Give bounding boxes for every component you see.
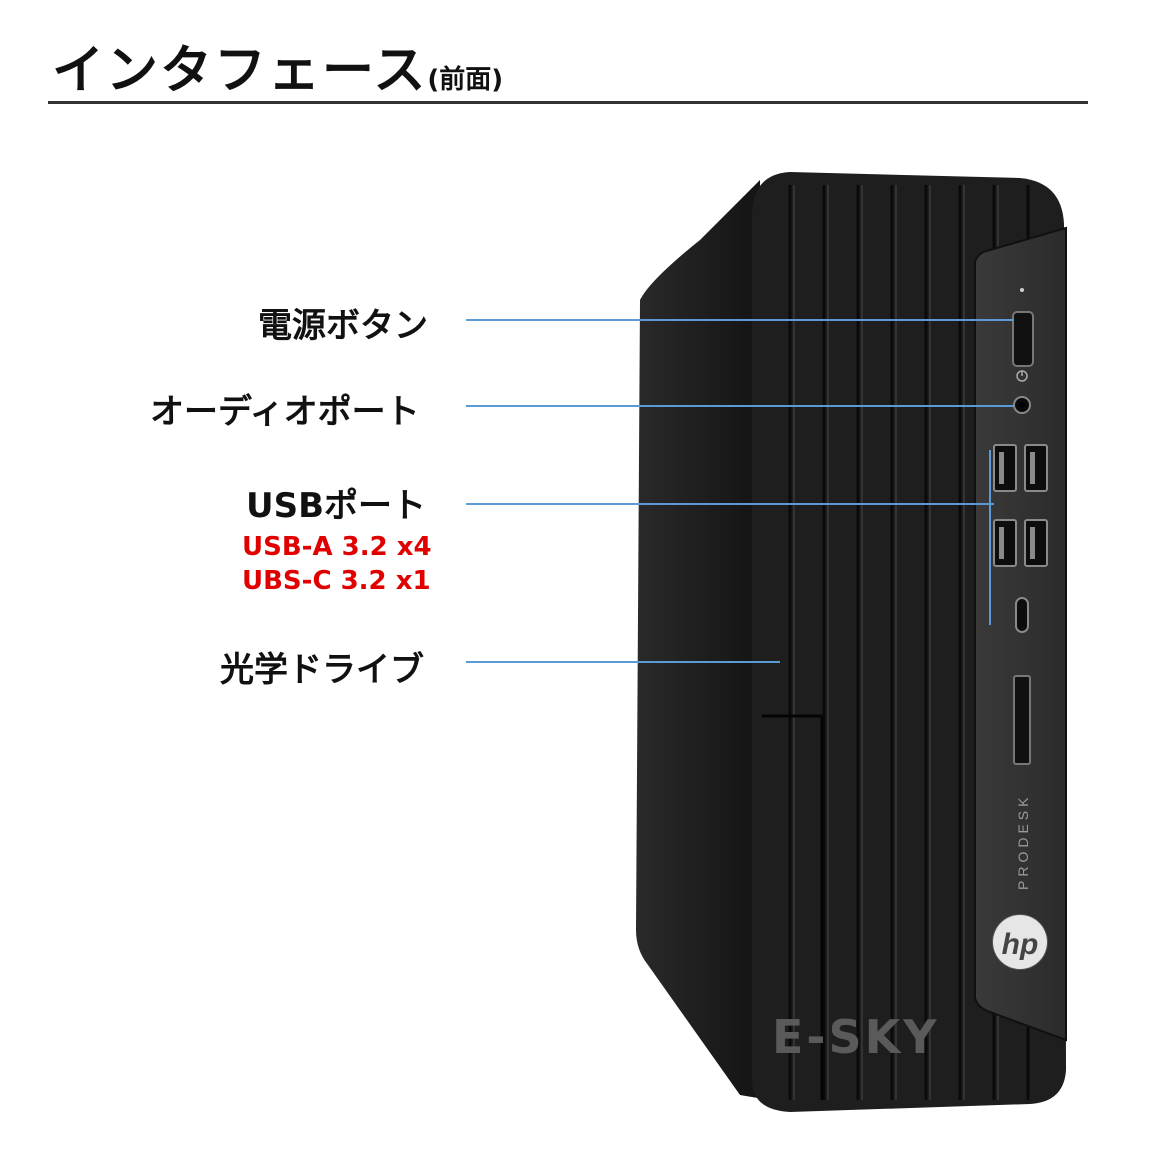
callout-lines [466, 319, 1014, 663]
io-panel [974, 226, 1067, 1042]
page-title: インタフェース(前面) [52, 41, 504, 101]
front-ribs [788, 185, 1030, 1100]
page-subtitle: (前面) [427, 65, 504, 95]
chassis-side [636, 180, 770, 1100]
usb-c-port [1015, 597, 1029, 633]
label-power-button: 電源ボタン [258, 306, 428, 346]
watermark: E-SKY [772, 1010, 940, 1064]
power-led [1020, 288, 1024, 292]
label-audio-port: オーディオポート [150, 392, 420, 432]
power-button [1012, 311, 1034, 367]
title-divider [48, 101, 1088, 104]
svg-text:hp: hp [1002, 928, 1039, 961]
usb-spec-a: USB-A 3.2 x4 [242, 532, 432, 562]
hp-logo-icon: hp [992, 914, 1048, 970]
usb-spec-c: UBS-C 3.2 x1 [242, 566, 431, 596]
prodesk-brand-text: PRODESK [1015, 794, 1031, 890]
card-reader-slot [1013, 675, 1031, 765]
optical-drive-door [762, 714, 824, 1100]
label-optical-drive: 光学ドライブ [220, 650, 424, 690]
label-usb-port: USBポート [246, 486, 427, 526]
